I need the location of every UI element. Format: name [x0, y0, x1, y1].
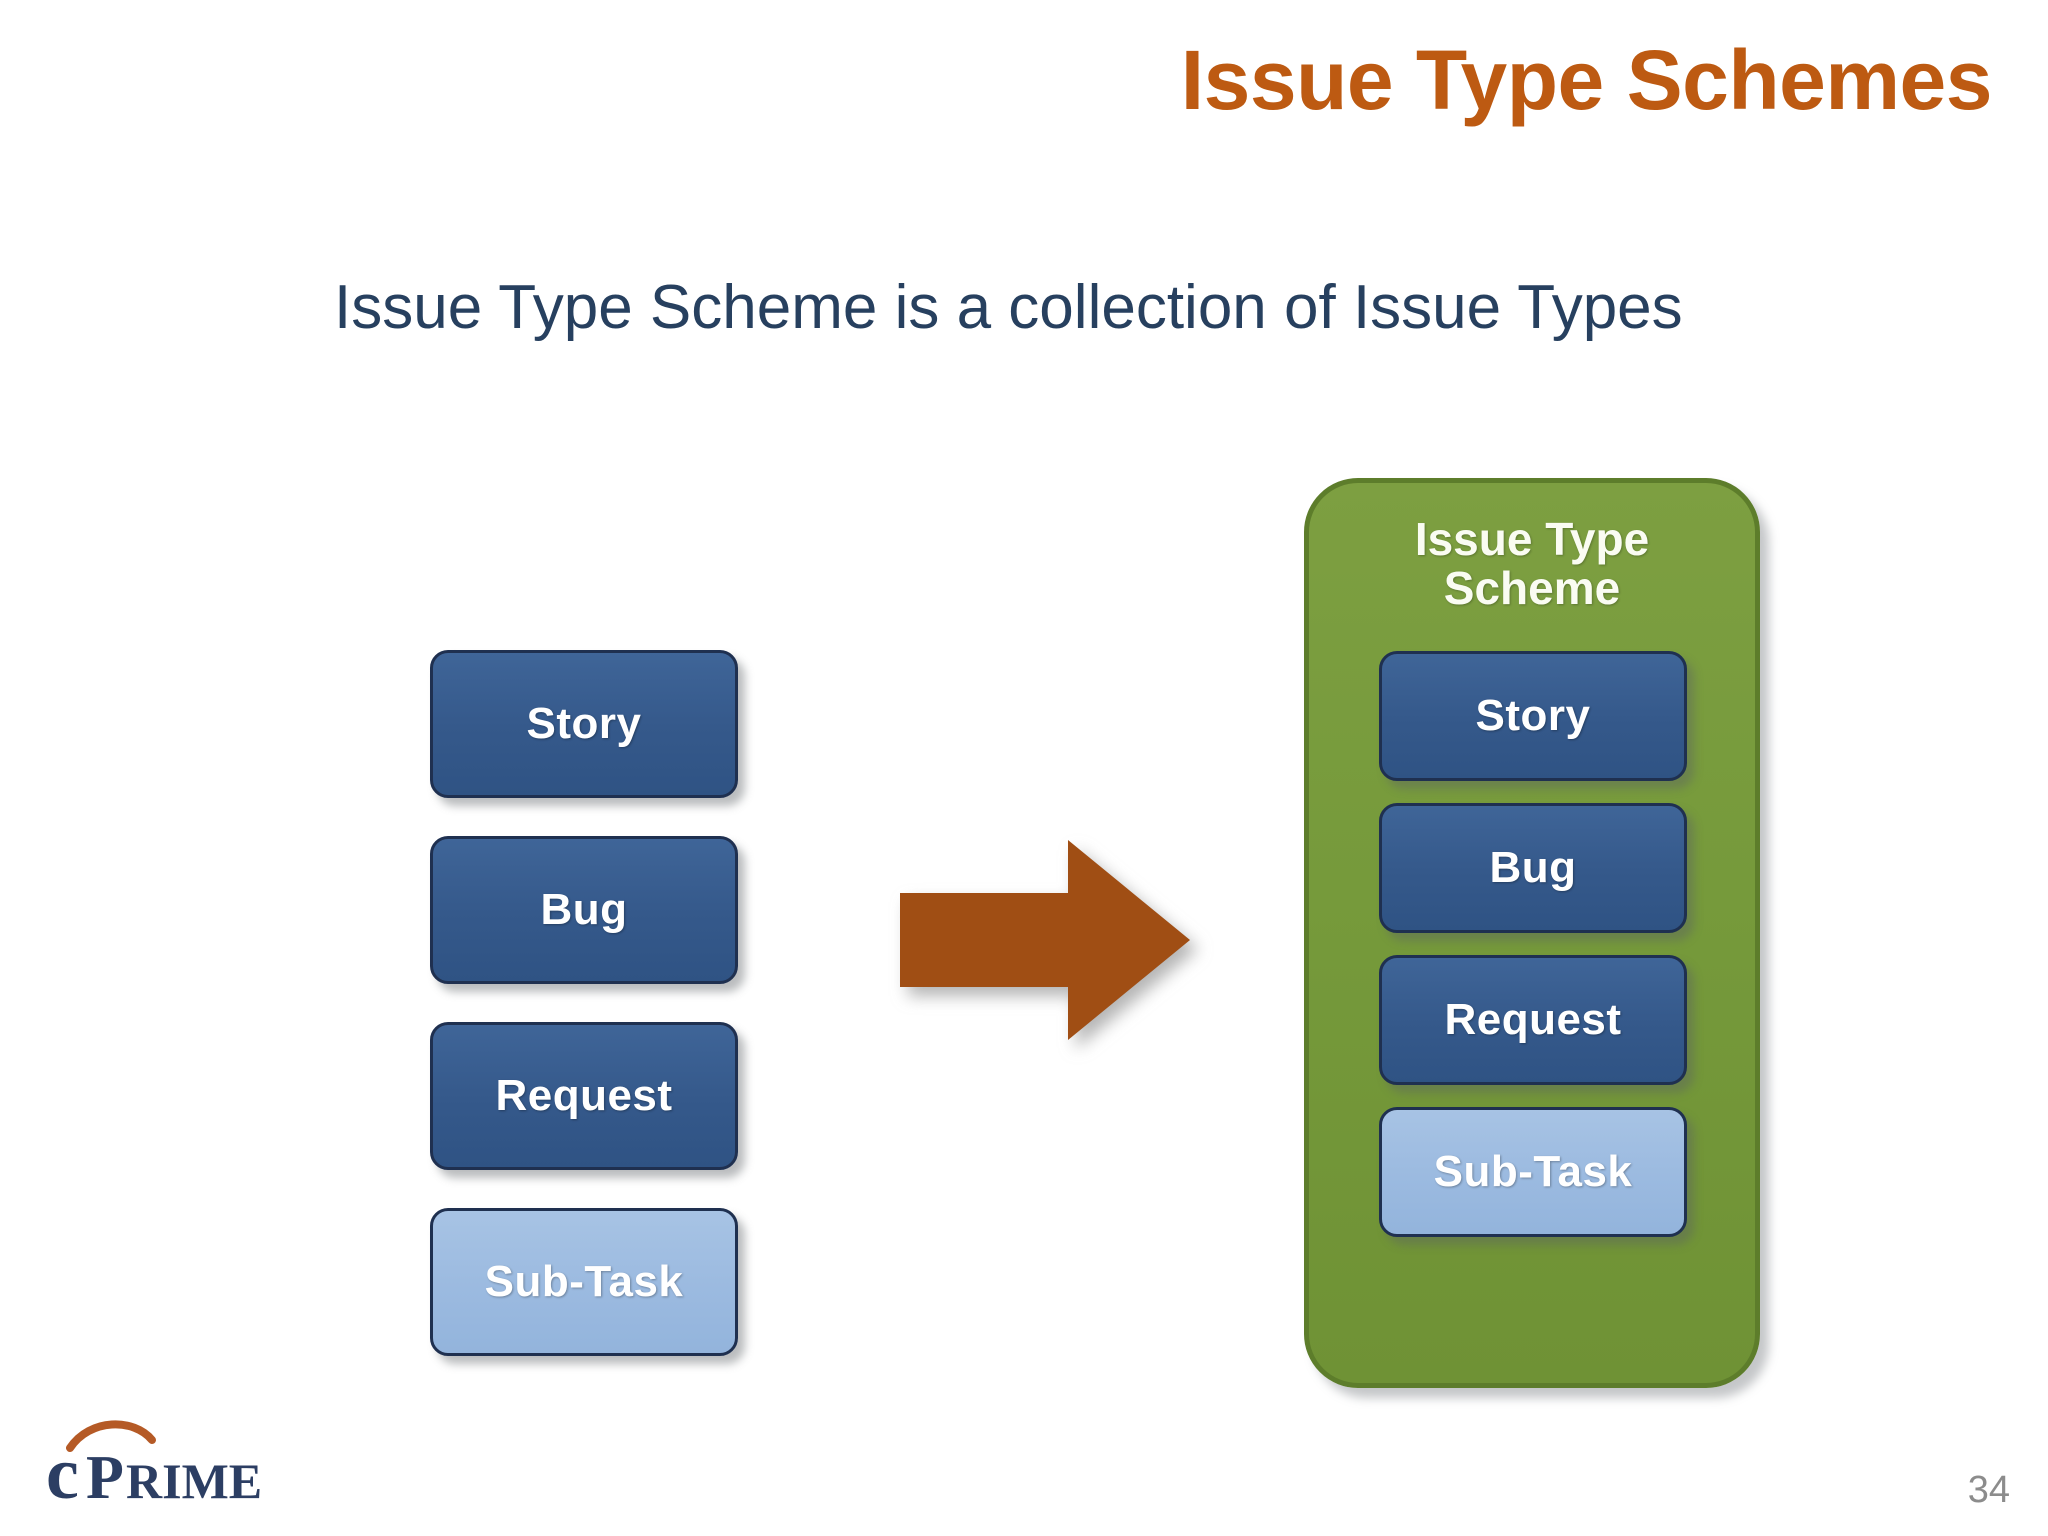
- scheme-issue-type-box-request[interactable]: Request: [1379, 955, 1687, 1085]
- issue-type-box-bug[interactable]: Bug: [430, 836, 738, 984]
- issue-type-box-request[interactable]: Request: [430, 1022, 738, 1170]
- scheme-title: Issue Type Scheme: [1309, 515, 1755, 613]
- issue-type-list-left: Story Bug Request Sub-Task: [430, 650, 738, 1356]
- svg-text:c: c: [46, 1433, 79, 1510]
- issue-type-list-scheme: Story Bug Request Sub-Task: [1379, 651, 1687, 1237]
- issue-type-label: Request: [1444, 995, 1622, 1044]
- issue-type-label: Request: [495, 1071, 673, 1120]
- scheme-issue-type-box-bug[interactable]: Bug: [1379, 803, 1687, 933]
- issue-type-label: Sub-Task: [484, 1257, 684, 1306]
- svg-text:P: P: [86, 1444, 123, 1510]
- svg-text:RIME: RIME: [126, 1453, 262, 1509]
- issue-type-label: Sub-Task: [1433, 1147, 1633, 1196]
- scheme-title-line-2: Scheme: [1443, 561, 1621, 614]
- slide-subtitle: Issue Type Scheme is a collection of Iss…: [334, 273, 1683, 342]
- issue-type-scheme-container: Issue Type Scheme Story Bug Request Sub-…: [1304, 478, 1760, 1388]
- page-number: 34: [1967, 1469, 2010, 1511]
- issue-type-box-sub-task[interactable]: Sub-Task: [430, 1208, 738, 1356]
- page-title: Issue Type Schemes: [1180, 33, 1993, 127]
- issue-type-label: Bug: [1489, 843, 1577, 892]
- issue-type-label: Story: [1475, 691, 1591, 740]
- scheme-issue-type-box-sub-task[interactable]: Sub-Task: [1379, 1107, 1687, 1237]
- issue-type-box-story[interactable]: Story: [430, 650, 738, 798]
- issue-type-label: Bug: [540, 885, 628, 934]
- cprime-logo-icon: c P RIME: [44, 1414, 264, 1510]
- scheme-title-line-1: Issue Type: [1414, 513, 1650, 565]
- scheme-issue-type-box-story[interactable]: Story: [1379, 651, 1687, 781]
- issue-type-label: Story: [526, 699, 642, 748]
- right-arrow-icon: [900, 840, 1190, 1040]
